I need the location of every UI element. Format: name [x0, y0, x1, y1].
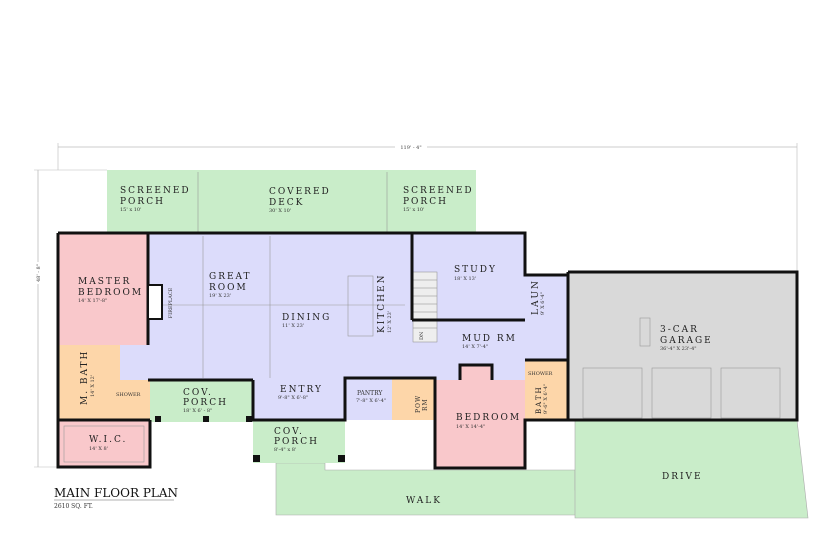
powder-room — [392, 378, 435, 420]
fireplace-label: FIREPLACE — [168, 287, 174, 318]
wic-dim: 14' X 8' — [89, 446, 108, 452]
master-hall — [120, 345, 148, 380]
m-bath-dim: 14' X 12' — [90, 375, 96, 397]
master-bedroom-dim: 14' X 17'-8" — [78, 298, 107, 304]
bath-shower: SHOWER — [528, 371, 553, 377]
pow-rm-l2: RM — [422, 398, 429, 411]
garage-l2: GARAGE — [660, 336, 713, 346]
study-dim: 18' X 13' — [454, 276, 476, 282]
overall-depth-dimension: 48' - 8" — [34, 169, 107, 468]
screened-porch-left-l1: SCREENED — [120, 186, 191, 196]
drive-area — [574, 419, 809, 519]
covered-deck — [198, 170, 387, 233]
garage-l1: 3-CAR — [660, 325, 699, 335]
entry-l1: ENTRY — [280, 385, 323, 395]
bath-dim: 9'-6" X 6'-4" — [543, 384, 549, 414]
mud-rm-l1: MUD RM — [462, 334, 517, 344]
master-shower — [110, 380, 150, 420]
plan-title: MAIN FLOOR PLAN — [54, 486, 178, 500]
master-bedroom — [58, 233, 148, 345]
screened-porch-left-l2: PORCH — [120, 197, 165, 207]
entry-dim: 9'-8" X 6'-8" — [278, 395, 308, 401]
laundry — [525, 275, 568, 335]
laun-l1: LAUN — [531, 279, 541, 315]
stair-dn-label: DN — [419, 331, 425, 340]
screened-porch-left — [107, 170, 198, 233]
bedroom-dim: 14' X 14'-4" — [456, 424, 485, 430]
dining-l1: DINING — [282, 313, 331, 323]
master-bedroom-l1: MASTER — [78, 277, 131, 287]
screened-porch-right — [387, 170, 476, 233]
bath — [525, 360, 568, 420]
covered-deck-l2: DECK — [269, 198, 304, 208]
master-bedroom-l2: BEDROOM — [78, 288, 143, 298]
pantry-l1: PANTRY — [357, 390, 383, 397]
garage-dim: 36'-4" X 23'-4" — [660, 346, 697, 352]
great-room-dim: 19' X 23' — [209, 293, 231, 299]
cov-porch-front-l2: PORCH — [274, 437, 319, 447]
pantry — [345, 378, 392, 420]
screened-porch-right-l1: SCREENED — [403, 186, 474, 196]
m-bath-shower: SHOWER — [116, 392, 141, 398]
great-room-dining-kitchen — [148, 233, 412, 380]
cov-porch-left-dim: 18' X 6' - 8" — [183, 408, 212, 414]
kitchen-dim: 12' X 23' — [387, 311, 393, 333]
cov-porch-front — [253, 420, 345, 463]
garage — [568, 272, 797, 420]
room-labels: SCREENED PORCH 15' x 10' COVERED DECK 30… — [78, 186, 713, 506]
screened-porch-right-l2: PORCH — [403, 197, 448, 207]
bedroom-l1: BEDROOM — [456, 413, 521, 423]
covered-deck-l1: COVERED — [269, 187, 331, 197]
bedroom-closet — [460, 365, 492, 380]
cov-porch-front-dim: 8'-4" x 8' — [274, 447, 296, 453]
great-room-l1: GREAT — [209, 272, 252, 282]
fireplace: FIREPLACE — [147, 284, 174, 320]
kitchen-l1: KITCHEN — [377, 274, 387, 333]
porch-posts — [155, 416, 345, 462]
entry — [253, 380, 345, 420]
cov-porch-left-l2: PORCH — [183, 398, 228, 408]
plan-area: 2610 SQ. FT. — [54, 503, 93, 510]
m-bath-l1: M. BATH — [80, 350, 90, 405]
walk-label: WALK — [406, 496, 442, 506]
walls — [56, 231, 799, 470]
overall-width-dimension: 119' - 4" — [57, 143, 798, 272]
wic — [58, 420, 150, 467]
wic-l1: W.I.C. — [89, 435, 127, 445]
bath-l1: BATH — [535, 385, 543, 414]
plan-title-block: MAIN FLOOR PLAN 2610 SQ. FT. — [54, 486, 178, 510]
cov-porch-left-l1: COV. — [183, 388, 213, 398]
cov-porch-front-l1: COV. — [274, 427, 304, 437]
dining-dim: 11' X 23' — [282, 323, 304, 329]
master-bath — [58, 345, 120, 420]
cov-porch-left — [150, 380, 253, 422]
screened-porch-right-dim: 15' x 10' — [403, 207, 424, 213]
drive-label: DRIVE — [662, 472, 703, 482]
laun-dim: 9' X 6'-4" — [540, 292, 546, 315]
overall-depth-label: 48' - 8" — [36, 264, 42, 282]
screened-porch-left-dim: 15' x 10' — [120, 207, 141, 213]
bedroom — [435, 380, 525, 468]
interior-details — [63, 172, 781, 463]
study-l1: STUDY — [454, 265, 497, 275]
covered-deck-dim: 30' X 10' — [269, 208, 291, 214]
mud-rm-dim: 14' X 7'-4" — [462, 344, 488, 350]
pantry-dim: 7'-8" X 6'-4" — [356, 398, 386, 404]
pow-rm-l1: POW — [415, 395, 422, 413]
stair — [412, 271, 438, 343]
great-room-l2: ROOM — [209, 283, 248, 293]
overall-width-label: 119' - 4" — [400, 145, 421, 151]
